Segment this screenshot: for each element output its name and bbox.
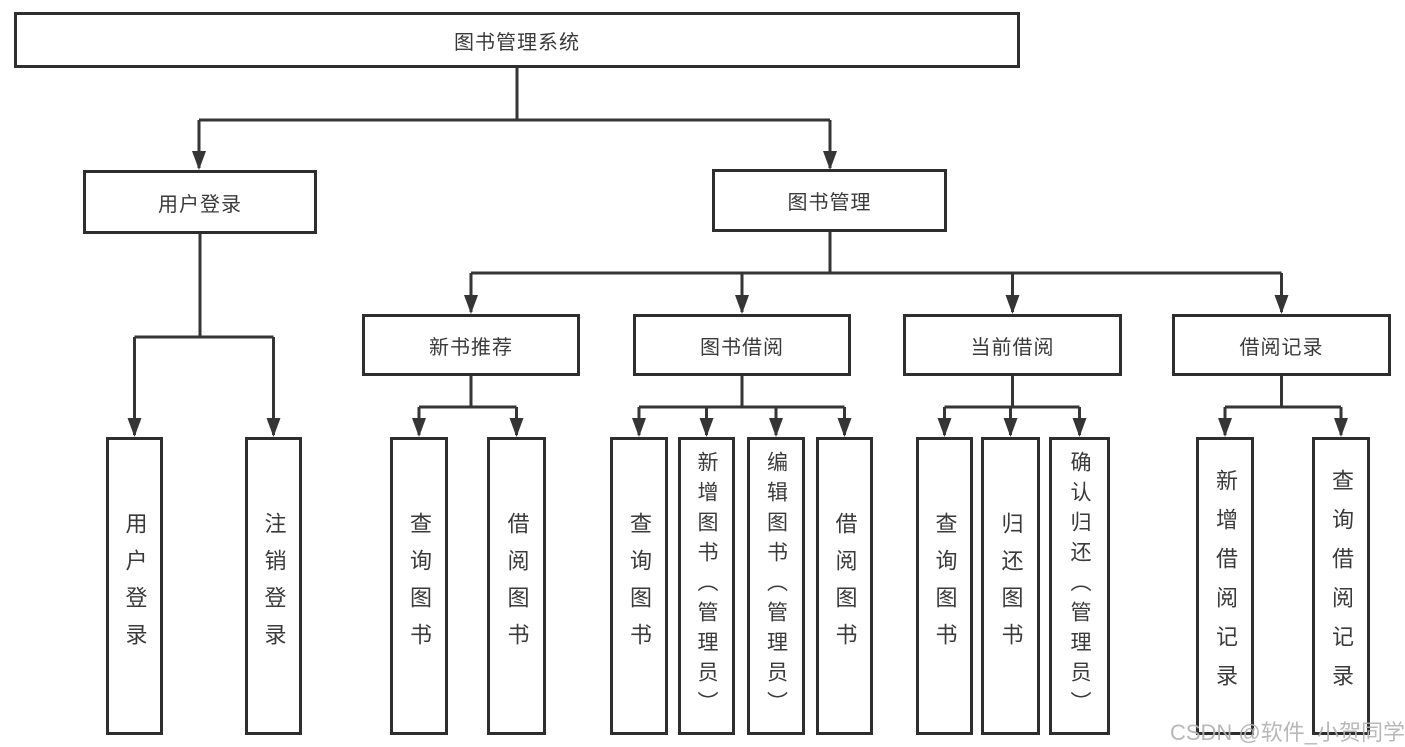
leaf-add-books-admin: 新增图书（管理员） [678, 437, 735, 735]
leaf-logout: 注销登录 [245, 437, 302, 735]
leaf-query-borrow-record: 查询借阅记录 [1312, 437, 1370, 735]
node-borrow-records: 借阅记录 [1172, 314, 1391, 376]
node-book-management: 图书管理 [712, 169, 947, 232]
node-library-management-system: 图书管理系统 [14, 12, 1020, 68]
node-new-book-recommend: 新书推荐 [362, 314, 580, 376]
node-current-borrow: 当前借阅 [903, 314, 1122, 376]
node-user-login: 用户登录 [83, 170, 317, 234]
csdn-watermark: CSDN @软件_小贺同学 [1169, 720, 1405, 745]
leaf-borrow-books: 借阅图书 [816, 437, 873, 735]
node-book-borrow: 图书借阅 [633, 314, 851, 376]
leaf-return-books: 归还图书 [981, 437, 1040, 735]
leaf-add-borrow-record: 新增借阅记录 [1196, 437, 1254, 735]
leaf-user-login: 用户登录 [106, 437, 163, 735]
arrowheads [127, 151, 1348, 437]
leaf-confirm-return-admin: 确认归还（管理员） [1049, 437, 1110, 735]
leaf-query-books-current: 查询图书 [916, 437, 973, 735]
connector-lines [133, 68, 1343, 435]
leaf-edit-books-admin: 编辑图书（管理员） [747, 437, 805, 735]
leaf-query-books-borrow: 查询图书 [610, 437, 668, 735]
leaf-borrow-books-recommend: 借阅图书 [487, 437, 546, 735]
leaf-query-books-recommend: 查询图书 [390, 437, 448, 735]
